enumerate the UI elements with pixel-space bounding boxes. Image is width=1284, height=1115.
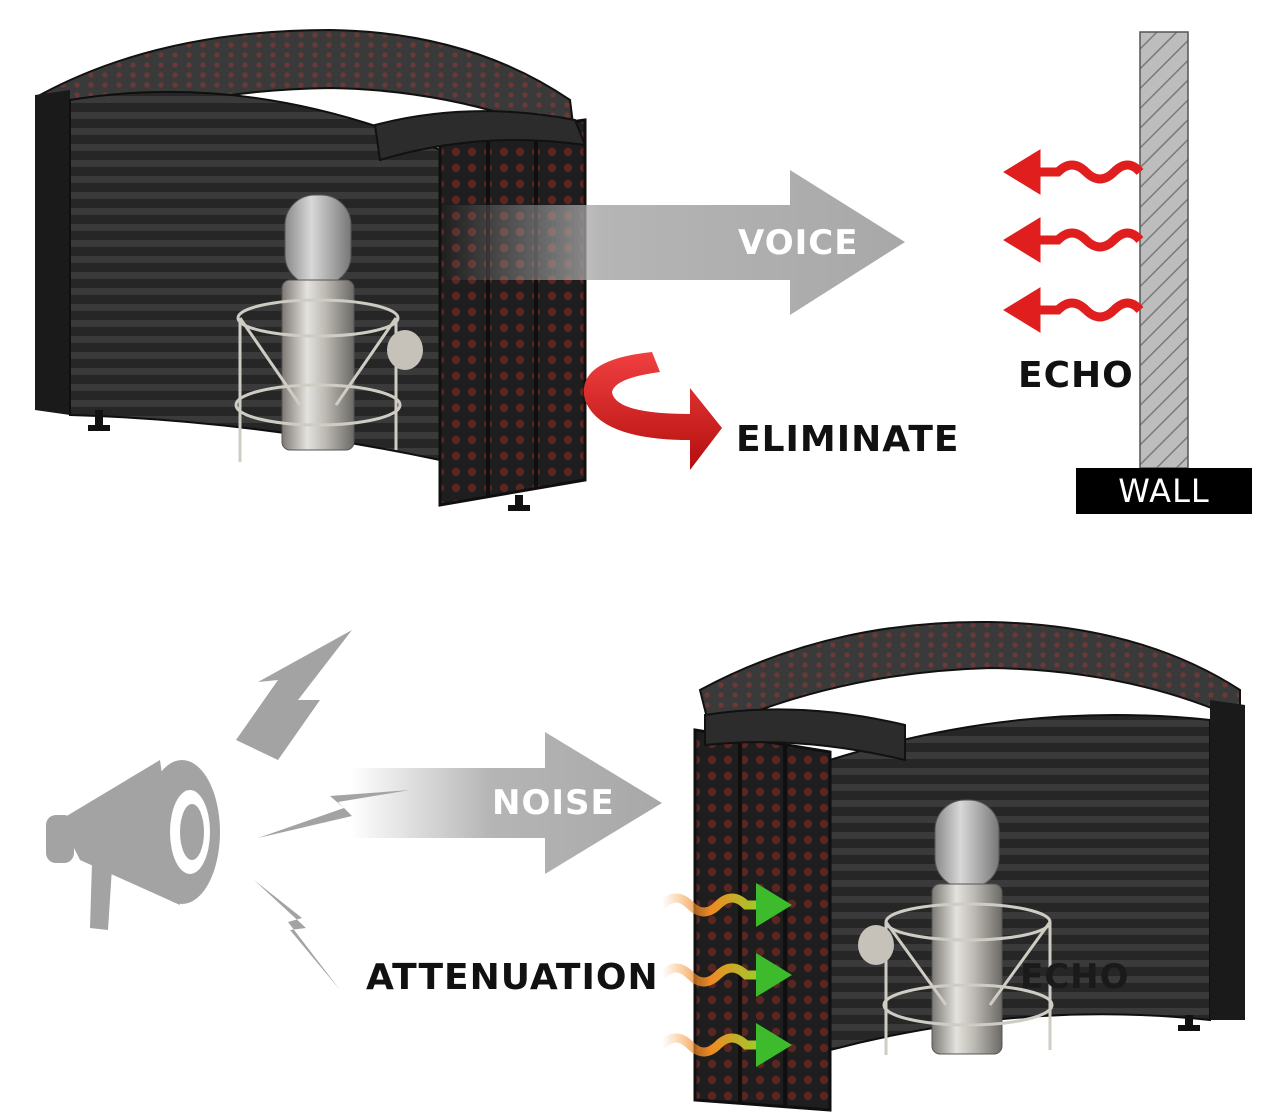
lightning-bolt-icon <box>236 630 410 990</box>
attenuation-arrows <box>658 883 792 1067</box>
voice-label: VOICE <box>738 223 859 263</box>
wall <box>1139 31 1189 469</box>
voice-arrow <box>440 170 905 315</box>
noise-arrow <box>350 732 662 874</box>
wall-label: WALL <box>1076 468 1252 514</box>
echo-arrows <box>1003 149 1144 333</box>
megaphone-icon <box>46 760 220 930</box>
echo-label-top: ECHO <box>1018 355 1134 396</box>
noise-label: NOISE <box>492 783 615 823</box>
condenser-microphone-icon-bottom <box>858 799 1054 1055</box>
eliminate-curl-arrow <box>583 352 722 470</box>
echo-label-bottom: ECHO <box>1020 957 1130 997</box>
attenuation-label: ATTENUATION <box>366 957 659 998</box>
eliminate-label: ELIMINATE <box>736 419 960 460</box>
condenser-microphone-icon <box>234 194 423 462</box>
